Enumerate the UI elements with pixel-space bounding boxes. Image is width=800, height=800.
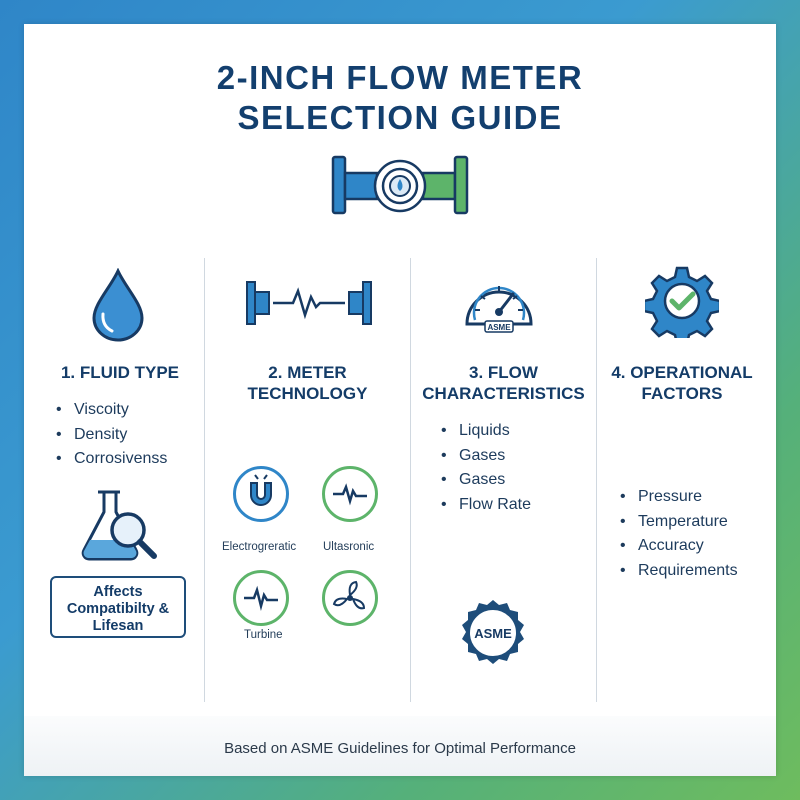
callout-box: Affects Compatibilty & Lifesan (50, 576, 186, 638)
tech-circle-fan (322, 570, 378, 626)
tech-circle-electromagnetic (233, 466, 289, 522)
tech-label: Electrogreratic (222, 541, 297, 553)
list-item: Liquids (441, 419, 531, 444)
heading-line: TECHNOLOGY (247, 384, 368, 403)
list-item: Requirements (620, 559, 738, 584)
list-item: Viscoity (56, 398, 167, 423)
heading-line: 2. METER (268, 363, 347, 382)
list-item: Accuracy (620, 534, 738, 559)
badge-label: ASME (474, 626, 512, 641)
list-item: Gases (441, 444, 531, 469)
tech-circle-ultrasonic (322, 466, 378, 522)
tech-label: Turbine (244, 629, 283, 641)
panel-footer-band (24, 716, 776, 776)
flow-sensor-icon (246, 281, 372, 325)
column-flow-characteristics: ASME 3. FLOW CHARACTERISTICS Liquids Gas… (411, 258, 596, 702)
asme-badge-icon: ASME (462, 600, 524, 664)
flask-magnifier-icon (81, 490, 157, 561)
column-meter-technology: 2. METER TECHNOLOGY (205, 258, 410, 702)
fluid-type-list: Viscoity Density Corrosivenss (56, 398, 167, 472)
pulse-icon (244, 585, 278, 611)
list-item: Corrosivenss (56, 447, 167, 472)
title-line-1: 2-INCH FLOW METER (216, 59, 584, 96)
callout-line: Compatibilty & (66, 601, 170, 617)
list-item: Pressure (620, 485, 738, 510)
magnet-icon (250, 474, 272, 506)
column-divider (204, 258, 205, 702)
list-item: Flow Rate (441, 493, 531, 518)
tech-circle-turbine (233, 570, 289, 626)
heading-line: FACTORS (641, 384, 723, 403)
column-heading: 4. OPERATIONAL FACTORS (597, 362, 767, 404)
flow-meter-pipe-icon (331, 155, 469, 215)
title-line-2: SELECTION GUIDE (237, 99, 563, 136)
page-title: 2-INCH FLOW METER SELECTION GUIDE (0, 58, 800, 138)
column-heading: 2. METER TECHNOLOGY (205, 362, 410, 404)
list-item: Gases (441, 468, 531, 493)
list-item: Temperature (620, 510, 738, 535)
fan-icon (332, 580, 366, 610)
column-divider (410, 258, 411, 702)
heading-line: 3. FLOW (469, 363, 538, 382)
column-heading: 3. FLOW CHARACTERISTICS (411, 362, 596, 404)
operational-factors-list: Pressure Temperature Accuracy Requiremen… (620, 485, 738, 583)
water-drop-icon (92, 268, 144, 342)
callout-line: Affects (93, 584, 143, 600)
gear-check-icon (645, 266, 719, 338)
column-operational-factors: 4. OPERATIONAL FACTORS Pressure Temperat… (597, 258, 767, 702)
callout-line: Lifesan (92, 618, 144, 634)
tech-label: Ultasronic (323, 541, 375, 553)
column-divider (596, 258, 597, 702)
flow-characteristics-list: Liquids Gases Gases Flow Rate (441, 419, 531, 517)
gauge-label: ASME (487, 323, 511, 332)
waveform-icon (333, 483, 367, 506)
gauge-icon: ASME (465, 286, 533, 333)
heading-line: CHARACTERISTICS (422, 384, 585, 403)
column-heading: 1. FLUID TYPE (60, 363, 180, 382)
column-fluid-type: 1. FLUID TYPE Viscoity Density Corrosive… (36, 258, 204, 702)
heading-line: 4. OPERATIONAL (611, 363, 753, 382)
footer-note: Based on ASME Guidelines for Optimal Per… (224, 740, 576, 757)
list-item: Density (56, 423, 167, 448)
